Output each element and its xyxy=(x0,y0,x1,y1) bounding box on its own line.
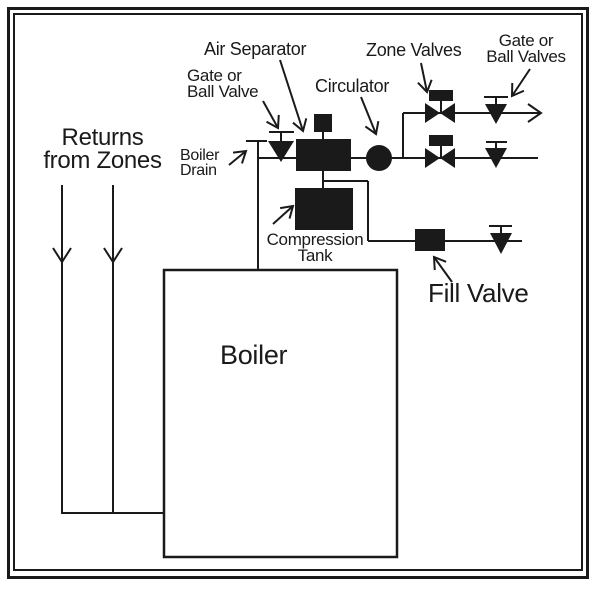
boiler-drain-pointer xyxy=(228,149,248,166)
gate-ball-valve-left-label: Gate or Ball Valve xyxy=(187,66,259,101)
air-separator-label: Air Separator xyxy=(204,39,307,59)
circulator-label: Circulator xyxy=(315,76,390,96)
fill-valve-pointer xyxy=(432,255,453,283)
air-vent-icon xyxy=(314,114,332,132)
fill-valve-label: Fill Valve xyxy=(428,278,529,308)
gate-valve-icon xyxy=(485,141,507,168)
circulator-pump-icon xyxy=(366,145,392,171)
zone-valves-label: Zone Valves xyxy=(366,40,462,60)
compression-tank-label: Compression Tank xyxy=(266,230,364,265)
fill-valve-icon xyxy=(415,229,445,251)
gate-valve-icon xyxy=(268,131,294,162)
compression-tank-pointer xyxy=(272,204,295,225)
compression-tank-icon xyxy=(295,188,353,230)
flow-arrow-icon xyxy=(103,247,123,264)
gate-ball-valve-left-pointer xyxy=(262,100,280,130)
gate-valve-icon xyxy=(489,225,512,254)
boiler-drain-label: Boiler Drain xyxy=(180,147,220,179)
air-separator-pointer xyxy=(279,59,308,133)
boiler-label: Boiler xyxy=(220,340,288,370)
air-separator-icon xyxy=(296,114,351,171)
outer-frame xyxy=(7,7,589,579)
zone-valve-icon xyxy=(425,135,455,168)
return-pipes xyxy=(52,185,164,514)
zone-valve-icon xyxy=(425,90,455,123)
boiler-vessel xyxy=(162,268,399,559)
return-pipe-left xyxy=(61,185,164,514)
gate-valve-icon xyxy=(484,96,508,124)
circulator-pointer xyxy=(360,96,380,136)
label-pointer-arrows xyxy=(228,59,531,283)
zone-valves-pointer xyxy=(417,62,433,94)
flow-arrow-icon xyxy=(52,247,72,264)
returns-from-zones-label: Returns from Zones xyxy=(43,124,162,174)
inner-frame xyxy=(13,13,583,571)
gate-ball-valves-right-pointer xyxy=(510,68,531,98)
gate-ball-valves-right-label: Gate or Ball Valves xyxy=(486,31,566,66)
